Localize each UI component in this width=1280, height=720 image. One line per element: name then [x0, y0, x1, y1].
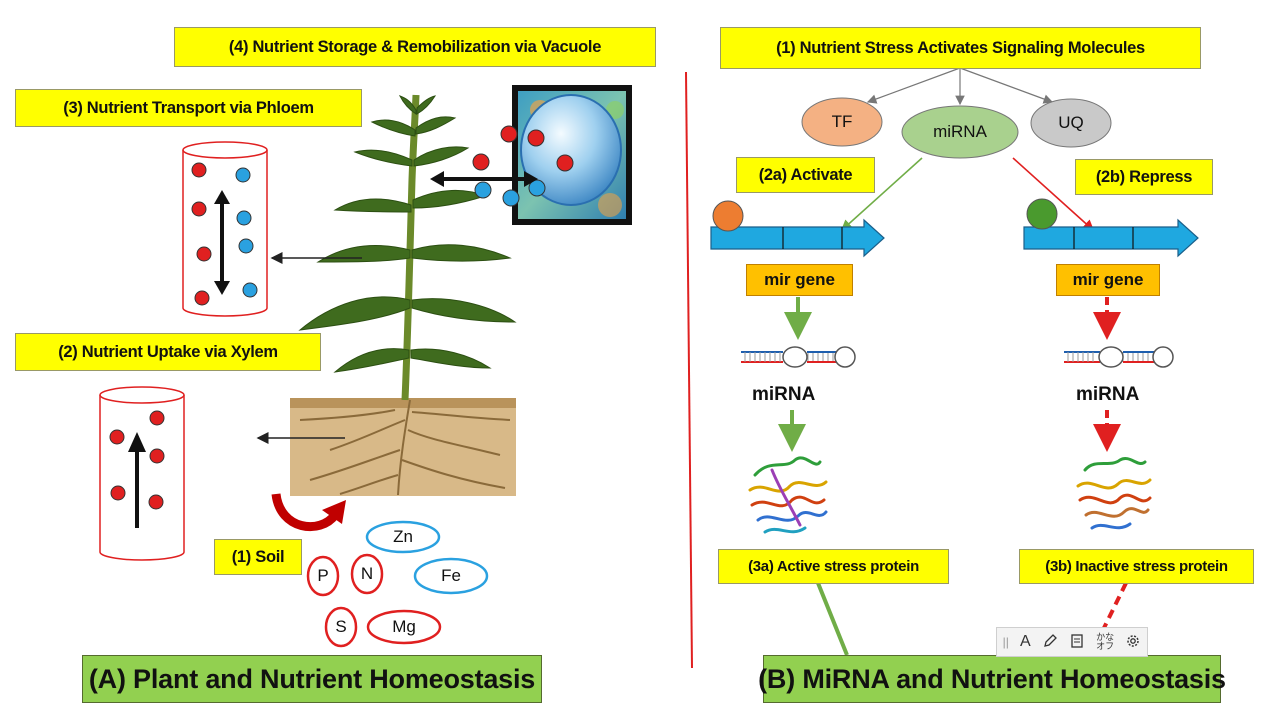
vacuole-cell-image	[512, 85, 632, 225]
document-icon[interactable]	[1069, 633, 1085, 651]
nutrient-p: P	[317, 566, 329, 585]
xylem-uptake-label: (2) Nutrient Uptake via Xylem	[15, 333, 321, 371]
kana-toggle-icon[interactable]: かな オフ	[1096, 631, 1115, 651]
pen-icon[interactable]	[1042, 633, 1058, 651]
ime-toolbar: || A かな オフ	[996, 627, 1148, 657]
mir-gene-right: mir gene	[1056, 264, 1160, 296]
gene-arrow-right	[1023, 198, 1199, 258]
mirna-molecule-label: miRNA	[933, 122, 987, 141]
uq-label: UQ	[1058, 113, 1084, 132]
protein-structure-right	[1076, 457, 1152, 530]
panel-divider	[685, 71, 693, 669]
mirna-hairpin-left	[741, 346, 856, 368]
inactive-stress-protein-label: (3b) Inactive stress protein	[1019, 549, 1254, 584]
soil-uptake-arrow	[271, 493, 346, 532]
panel-b-title: (B) MiRNA and Nutrient Homeostasis	[758, 655, 1226, 703]
gear-icon[interactable]	[1125, 633, 1141, 651]
gene-arrow-left	[710, 200, 885, 258]
storage-vacuole-label: (4) Nutrient Storage & Remobilization vi…	[174, 27, 656, 67]
toolbar-grip[interactable]: ||	[1002, 635, 1009, 649]
mir-gene-left: mir gene	[746, 264, 853, 296]
soil-block	[290, 398, 516, 496]
vacuole-transport-arrow	[430, 171, 538, 187]
nutrient-ovals	[306, 520, 489, 648]
mirna-hairpin-right	[1064, 346, 1174, 368]
nutrient-n: N	[360, 564, 374, 583]
mirna-oval	[901, 105, 1019, 159]
plant-stem	[401, 94, 420, 401]
activate-label: (2a) Activate	[736, 157, 875, 193]
repress-label: (2b) Repress	[1075, 159, 1213, 195]
text-icon[interactable]: A	[1019, 633, 1031, 650]
active-stress-protein-label: (3a) Active stress protein	[718, 549, 949, 584]
panel-a-title: (A) Plant and Nutrient Homeostasis	[82, 655, 542, 703]
nutrient-s: S	[335, 617, 347, 636]
mirna-right-label: miRNA	[1076, 384, 1140, 405]
tf-label: TF	[831, 112, 853, 131]
uq-oval	[1030, 98, 1112, 148]
tf-oval	[801, 97, 883, 147]
nutrient-zn: Zn	[393, 527, 413, 546]
mirna-left-label: miRNA	[752, 384, 816, 405]
nutrient-fe: Fe	[441, 566, 461, 585]
nutrient-mg: Mg	[392, 617, 416, 636]
signaling-label: (1) Nutrient Stress Activates Signaling …	[720, 27, 1201, 69]
phloem-transport-label: (3) Nutrient Transport via Phloem	[15, 89, 362, 127]
phloem-cylinder	[182, 141, 268, 317]
protein-structure-left	[748, 456, 828, 534]
xylem-cylinder	[99, 386, 185, 561]
soil-label: (1) Soil	[214, 539, 302, 575]
